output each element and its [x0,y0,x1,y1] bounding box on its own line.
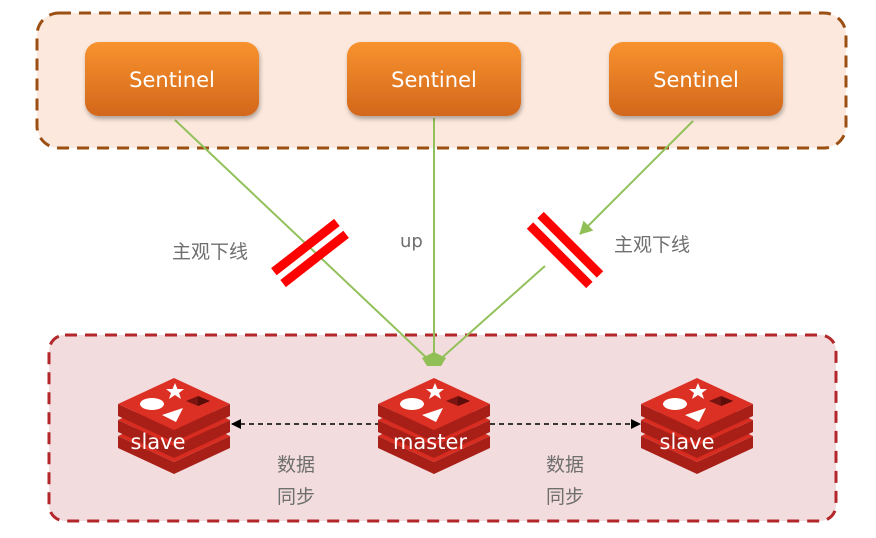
broken-link-left-icon [271,218,349,288]
sentinel-box-1[interactable]: Sentinel [85,42,259,116]
redis-node-slave-left[interactable]: slave [118,378,230,474]
link-label-left: 主观下线 [172,241,248,263]
redis-node-slave-right[interactable]: slave [641,378,753,474]
replication-label-left-line2: 同步 [277,486,315,508]
sentinel-label-3: Sentinel [653,68,739,92]
node-label-slave-right: slave [660,430,715,454]
redis-node-master[interactable]: master [378,378,490,474]
replication-label-left-line1: 数据 [277,454,315,476]
broken-link-right-icon [526,211,604,289]
link-label-center: up [400,231,423,252]
sentinel-box-3[interactable]: Sentinel [609,42,783,116]
monitor-line-right-upper [579,120,694,235]
master-arrowhead-icon [422,352,446,366]
monitor-line-left [174,119,433,364]
monitor-line-right [435,265,546,364]
replication-label-right-line2: 同步 [546,486,584,508]
sentinel-label-1: Sentinel [129,68,215,92]
link-label-right: 主观下线 [614,234,690,256]
node-label-master: master [393,430,467,454]
replication-label-right-line1: 数据 [546,454,584,476]
sentinel-box-2[interactable]: Sentinel [347,42,521,116]
sentinel-label-2: Sentinel [391,68,477,92]
node-label-slave-left: slave [131,430,186,454]
